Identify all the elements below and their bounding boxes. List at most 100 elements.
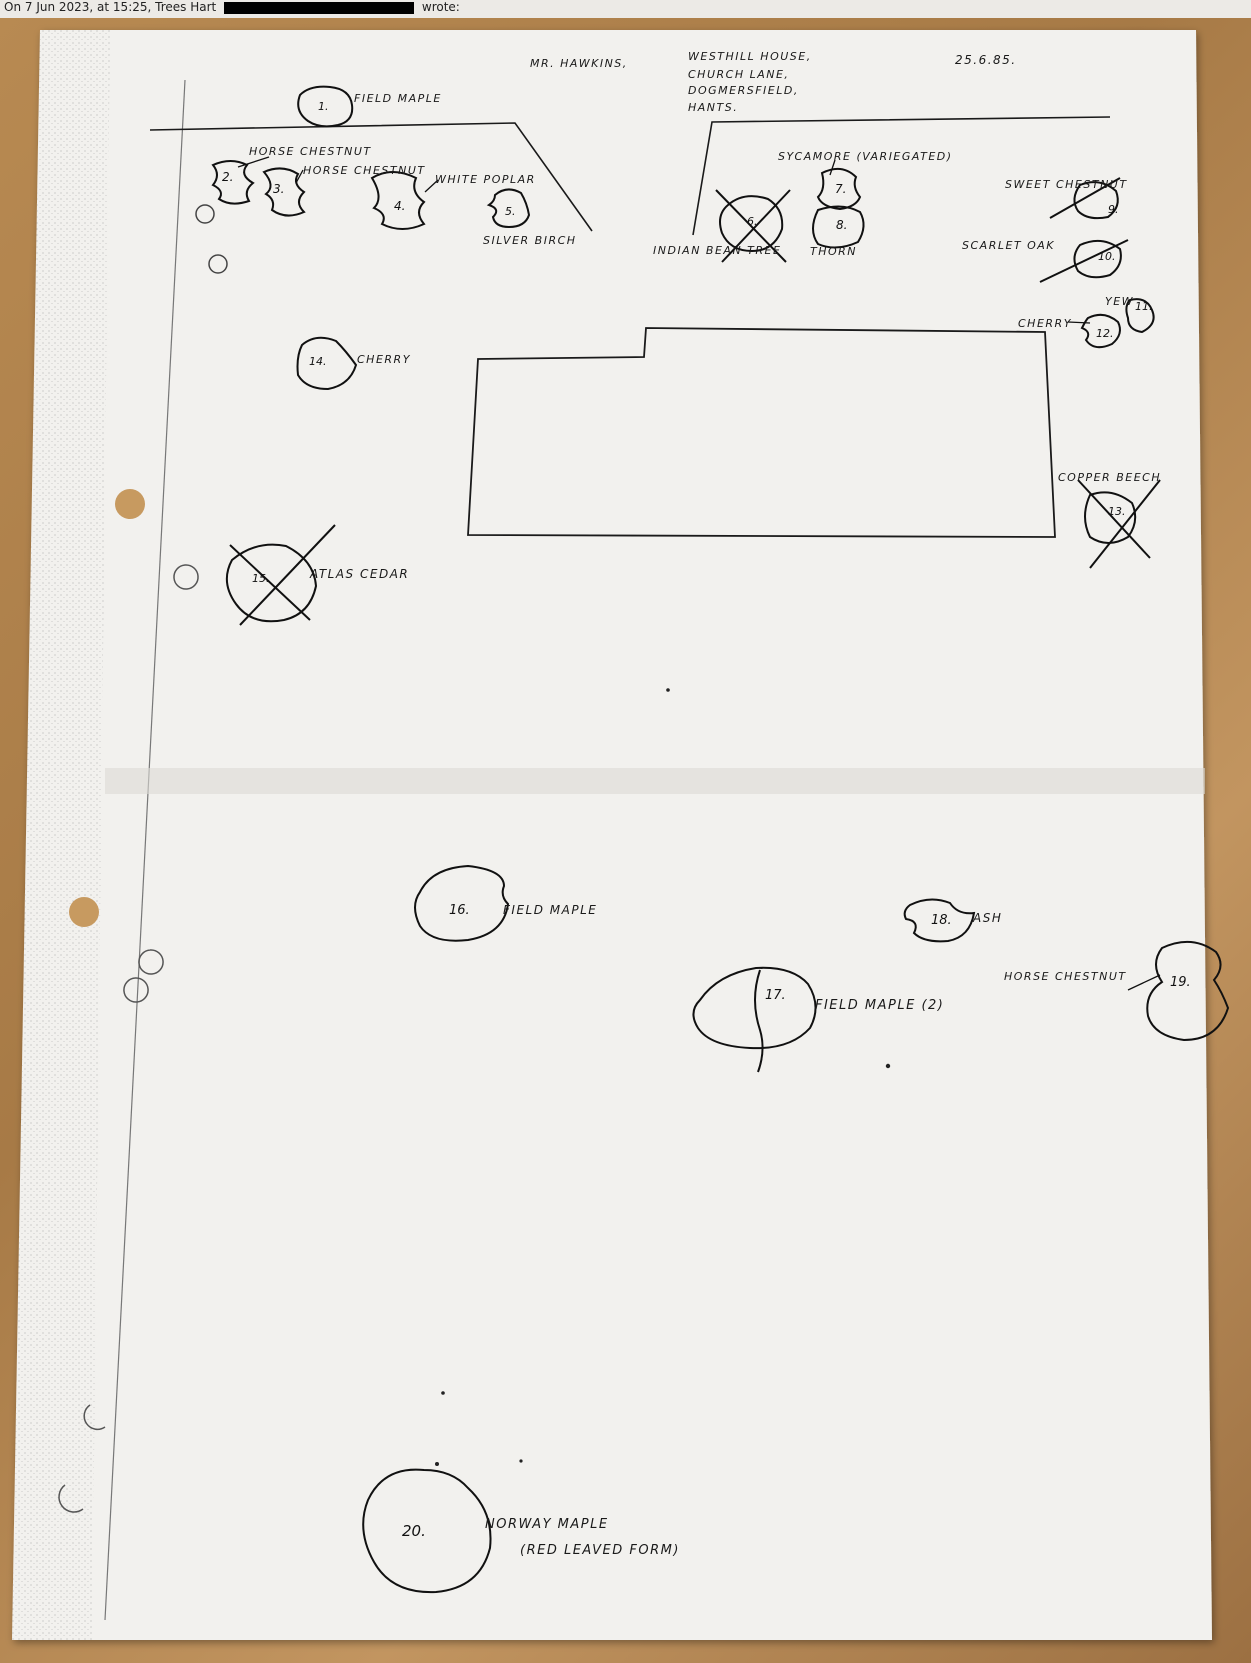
tree-number: 19. [1170,975,1191,990]
tree-number: 2. [222,170,234,184]
tree-number: 14. [309,355,327,368]
redacted-email [224,1,415,14]
margin-line [104,79,186,1621]
tree-label: SYCAMORE (VARIEGATED) [778,150,953,163]
tree-number: 11. [1135,300,1153,313]
tree-11-canopy [1125,298,1155,334]
tree-16-canopy [414,864,510,942]
leader-line [1127,974,1161,991]
tree-label: SWEET CHESTNUT [1005,178,1128,191]
tree-label: CHERRY [357,353,411,366]
tree-number: 5. [505,205,516,218]
tree-label: ASH [973,911,1003,925]
tree-15-canopy [225,543,318,623]
tree-label: WHITE POPLAR [435,173,536,186]
tree-number: 20. [402,1522,426,1540]
tree-12-canopy [1080,313,1121,349]
leader-line [237,156,270,168]
tree-19-canopy [1146,941,1230,1042]
caption-prefix: On 7 Jun 2023, at 15:25, Trees Hart [4,0,217,14]
tree-14-canopy [296,336,358,391]
tree-label: HORSE CHESTNUT [249,145,372,158]
binder-hole-outline [123,949,164,1003]
cross-out-line [229,544,311,621]
binder-hole-outline [58,1484,84,1513]
house-outline [467,327,1056,538]
tree-number: 4. [394,199,406,213]
tree-10-canopy [1073,239,1122,279]
address-line-1: WESTHILL HOUSE, [688,50,812,63]
binder-hole [69,897,99,927]
tree-label-line-2: (RED LEAVED FORM) [520,1543,680,1558]
tree-2-canopy [211,160,255,205]
tree-17-canopy [692,966,817,1050]
tree-3-canopy [262,167,306,217]
leader-line [1067,321,1091,324]
tree-7-canopy [816,167,862,211]
tree-5-canopy [486,188,531,229]
tree-number: 18. [931,913,952,928]
address-line-3: DOGMERSFIELD, [688,84,799,97]
tree-number: 12. [1096,327,1114,340]
binder-hole-outline [208,254,228,274]
tree-label: THORN [810,245,858,258]
leader-line [295,169,304,184]
tree-label: FIELD MAPLE [503,903,598,917]
tree-18-canopy [903,898,976,943]
cross-out-line [239,524,336,626]
tree-number: 7. [835,182,847,196]
cross-out-line [1039,239,1129,283]
leader-line [424,179,439,193]
tree-4-canopy [370,171,426,230]
cross-out-line [721,189,791,263]
stray-dot [441,1391,445,1395]
leader-line [829,159,836,176]
paper [12,30,1212,1640]
caption-suffix: wrote: [421,0,460,14]
stray-dot [435,1462,439,1466]
tree-label: NORWAY MAPLE [485,1517,609,1532]
tree-label: YEW [1105,295,1135,308]
cross-out-line [1077,479,1151,559]
tree-label: CHERRY [1018,317,1072,330]
address-line-4: HANTS. [688,101,739,114]
tree-number: 16. [449,903,470,918]
binder-hole-outline [173,564,199,590]
tree-label: HORSE CHESTNUT [1004,970,1127,983]
tree-1-canopy [297,85,354,128]
boundary-line [149,122,593,232]
tree-13-canopy [1084,491,1137,544]
plan-date: 25.6.85. [955,53,1017,67]
tree-number: 10. [1098,250,1116,263]
tree-number: 8. [836,218,848,232]
crease-band [105,768,1205,794]
binder-hole-outline [195,204,215,224]
tree-17-divider [754,969,764,1073]
tree-label: HORSE CHESTNUT [303,164,426,177]
tree-number: 3. [273,182,285,196]
cross-out-line [715,189,787,263]
tree-number: 9. [1108,203,1119,216]
tree-label: INDIAN BEAN TREE [653,244,782,257]
stray-dot [519,1459,523,1463]
binder-hole [115,489,145,519]
client-name: MR. HAWKINS, [530,57,628,70]
boundary-line [692,116,1111,236]
email-caption: On 7 Jun 2023, at 15:25, Trees Hart wrot… [4,0,460,16]
tree-label: SILVER BIRCH [483,234,577,247]
stray-dot [666,688,670,692]
tree-label: FIELD MAPLE (2) [815,998,945,1013]
tree-label: COPPER BEECH [1058,471,1162,484]
binder-hole-outline [83,1404,106,1431]
tree-number: 13. [1108,505,1126,518]
tree-label: FIELD MAPLE [354,92,442,105]
stray-dot [885,1063,891,1069]
cross-out-line [1089,479,1161,569]
tree-number: 6. [747,215,758,228]
tree-number: 1. [318,100,329,113]
tree-8-canopy [812,205,865,249]
tree-20-canopy [362,1468,492,1594]
address-line-2: CHURCH LANE, [688,68,790,81]
tree-label: ATLAS CEDAR [310,567,410,581]
